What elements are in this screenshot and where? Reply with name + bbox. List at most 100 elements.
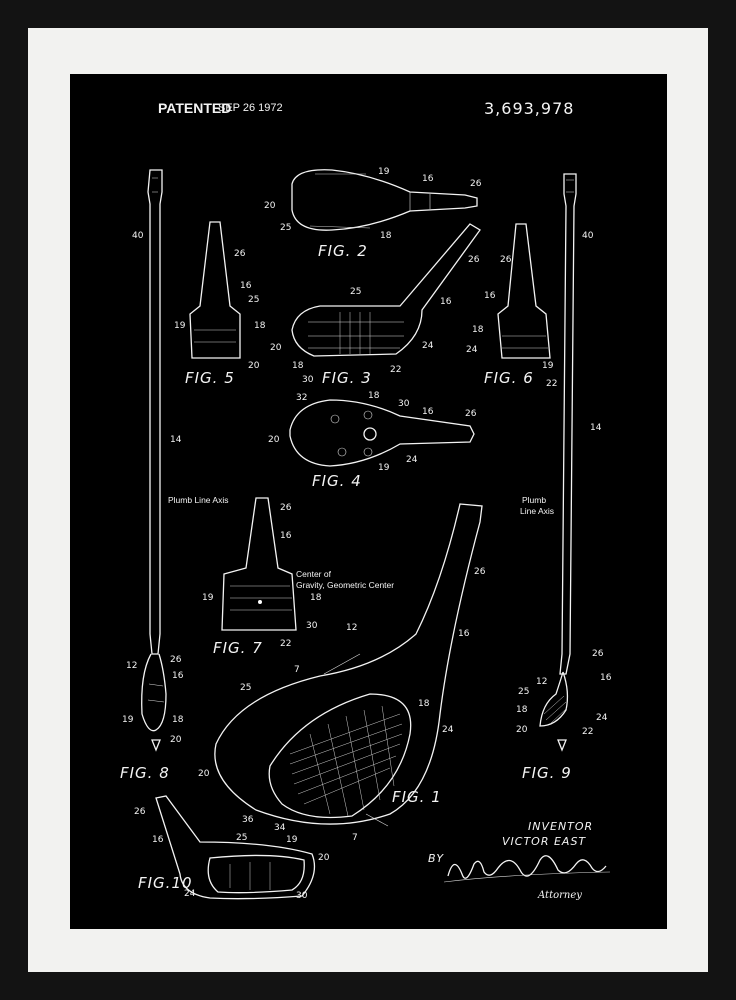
by-label: BY (428, 852, 445, 865)
ref-26-fig2: 26 (470, 179, 482, 189)
ref-7-bottom: 7 (352, 833, 358, 843)
ref-18-fig8: 18 (172, 715, 184, 725)
ref-16-fig2: 16 (422, 174, 434, 184)
patent-number: 3,693,978 (484, 99, 575, 118)
attorney-label: Attorney (538, 890, 582, 901)
fig1-drawing (214, 503, 483, 827)
ref-7-top: 7 (294, 665, 300, 675)
inventor-name: VICTOR EAST (502, 835, 587, 848)
ref-26-fig3: 26 (468, 255, 480, 265)
ref-19-fig10: 19 (286, 835, 298, 845)
ref-25-fig5: 25 (248, 295, 260, 305)
ref-25-fig9: 25 (518, 687, 530, 697)
ref-16-fig10: 16 (152, 835, 164, 845)
ref-30-fig3: 30 (302, 375, 314, 385)
ref-30-fig10: 30 (296, 891, 308, 901)
fig3-label: FIG. 3 (322, 369, 372, 387)
ref-22-fig9: 22 (582, 727, 594, 737)
ref-24-fig4: 24 (406, 455, 418, 465)
ref-26-fig6: 26 (500, 255, 512, 265)
ref-26-fig1: 26 (474, 567, 486, 577)
ref-22-fig7: 22 (280, 639, 292, 649)
ref-16-fig4: 16 (422, 407, 434, 417)
ref-18-fig5: 18 (254, 321, 266, 331)
ref-20-fig9: 20 (516, 725, 528, 735)
ref-18-fig6: 18 (472, 325, 484, 335)
ref-20-fig10: 20 (318, 853, 330, 863)
patent-print: PATENTED SEP 26 1972 3,693,978 FIG. 2 FI… (70, 74, 667, 929)
ref-36-fig1: 36 (242, 815, 254, 825)
ref-16-fig9: 16 (600, 673, 612, 683)
fig5-drawing (189, 221, 241, 359)
ref-14-left: 14 (170, 435, 182, 445)
ref-19-fig6: 19 (542, 361, 554, 371)
ref-16-fig7: 16 (280, 531, 292, 541)
ref-19-fig8: 19 (122, 715, 134, 725)
ref-18-fig2: 18 (380, 231, 392, 241)
fig7-label: FIG. 7 (213, 639, 263, 657)
fig9-label: FIG. 9 (522, 764, 572, 782)
ref-20-fig8: 20 (170, 735, 182, 745)
ref-16-fig3: 16 (440, 297, 452, 307)
ref-12-fig1: 12 (346, 623, 358, 633)
ref-34-fig1: 34 (274, 823, 286, 833)
ref-30-fig7: 30 (306, 621, 318, 631)
ref-32-fig4: 32 (296, 393, 308, 403)
ref-18-fig9: 18 (516, 705, 528, 715)
ref-24-fig3: 24 (422, 341, 434, 351)
plumb-line-axis-right-1: Plumb (522, 495, 547, 505)
center-of-gravity-1: Center of (296, 569, 331, 579)
center-of-gravity-2: Gravity, Geometric Center (296, 580, 395, 590)
fig6-drawing (497, 223, 551, 359)
ref-26-fig4: 26 (465, 409, 477, 419)
plumb-line-axis-right-2: Line Axis (520, 506, 555, 516)
fig4-drawing (289, 399, 475, 467)
ref-19-fig4: 19 (378, 463, 390, 473)
ref-16-fig8: 16 (172, 671, 184, 681)
club-fig9 (539, 173, 577, 752)
fig10-drawing (155, 795, 316, 900)
ref-20-fig2: 20 (264, 201, 276, 211)
fig3-drawing (291, 223, 481, 357)
ref-25-fig1: 25 (240, 683, 252, 693)
fig4-label: FIG. 4 (312, 472, 362, 490)
ref-18-fig7: 18 (310, 593, 322, 603)
fig8-label: FIG. 8 (120, 764, 170, 782)
fig1-label: FIG. 1 (392, 788, 442, 806)
ref-22-fig3: 22 (390, 365, 402, 375)
ref-40-right: 40 (582, 231, 594, 241)
patented-date: SEP 26 1972 (218, 102, 283, 114)
patented-label: PATENTED (158, 100, 232, 116)
fig5-label: FIG. 5 (185, 369, 235, 387)
ref-26-fig10: 26 (134, 807, 146, 817)
ref-12-right: 12 (536, 677, 548, 687)
ref-24-fig10: 24 (184, 889, 196, 899)
fig7-drawing (221, 497, 297, 631)
plumb-line-axis-left: Plumb Line Axis (168, 495, 229, 505)
ref-16-fig1: 16 (458, 629, 470, 639)
ref-25-fig3: 25 (350, 287, 362, 297)
attorney-signature (443, 855, 611, 883)
ref-24-fig6: 24 (466, 345, 478, 355)
ref-16-fig5: 16 (240, 281, 252, 291)
ref-16-fig6: 16 (484, 291, 496, 301)
ref-18-fig3: 18 (292, 361, 304, 371)
ref-20-fig3: 20 (270, 343, 282, 353)
inventor-label: INVENTOR (528, 820, 594, 833)
ref-26-fig8: 26 (170, 655, 182, 665)
ref-20-fig1: 20 (198, 769, 210, 779)
ref-40-left: 40 (132, 231, 144, 241)
ref-14-right: 14 (590, 423, 602, 433)
ref-12-left: 12 (126, 661, 138, 671)
ref-30-fig4: 30 (398, 399, 410, 409)
ref-22-fig6: 22 (546, 379, 558, 389)
ref-20-fig5: 20 (248, 361, 260, 371)
ref-24-fig1: 24 (442, 725, 454, 735)
ref-19-fig5: 19 (174, 321, 186, 331)
fig2-drawing (291, 169, 478, 231)
ref-25-fig10: 25 (236, 833, 248, 843)
fig6-label: FIG. 6 (484, 369, 534, 387)
ref-26-fig9: 26 (592, 649, 604, 659)
patent-drawing (141, 169, 611, 900)
ref-24-fig9: 24 (596, 713, 608, 723)
